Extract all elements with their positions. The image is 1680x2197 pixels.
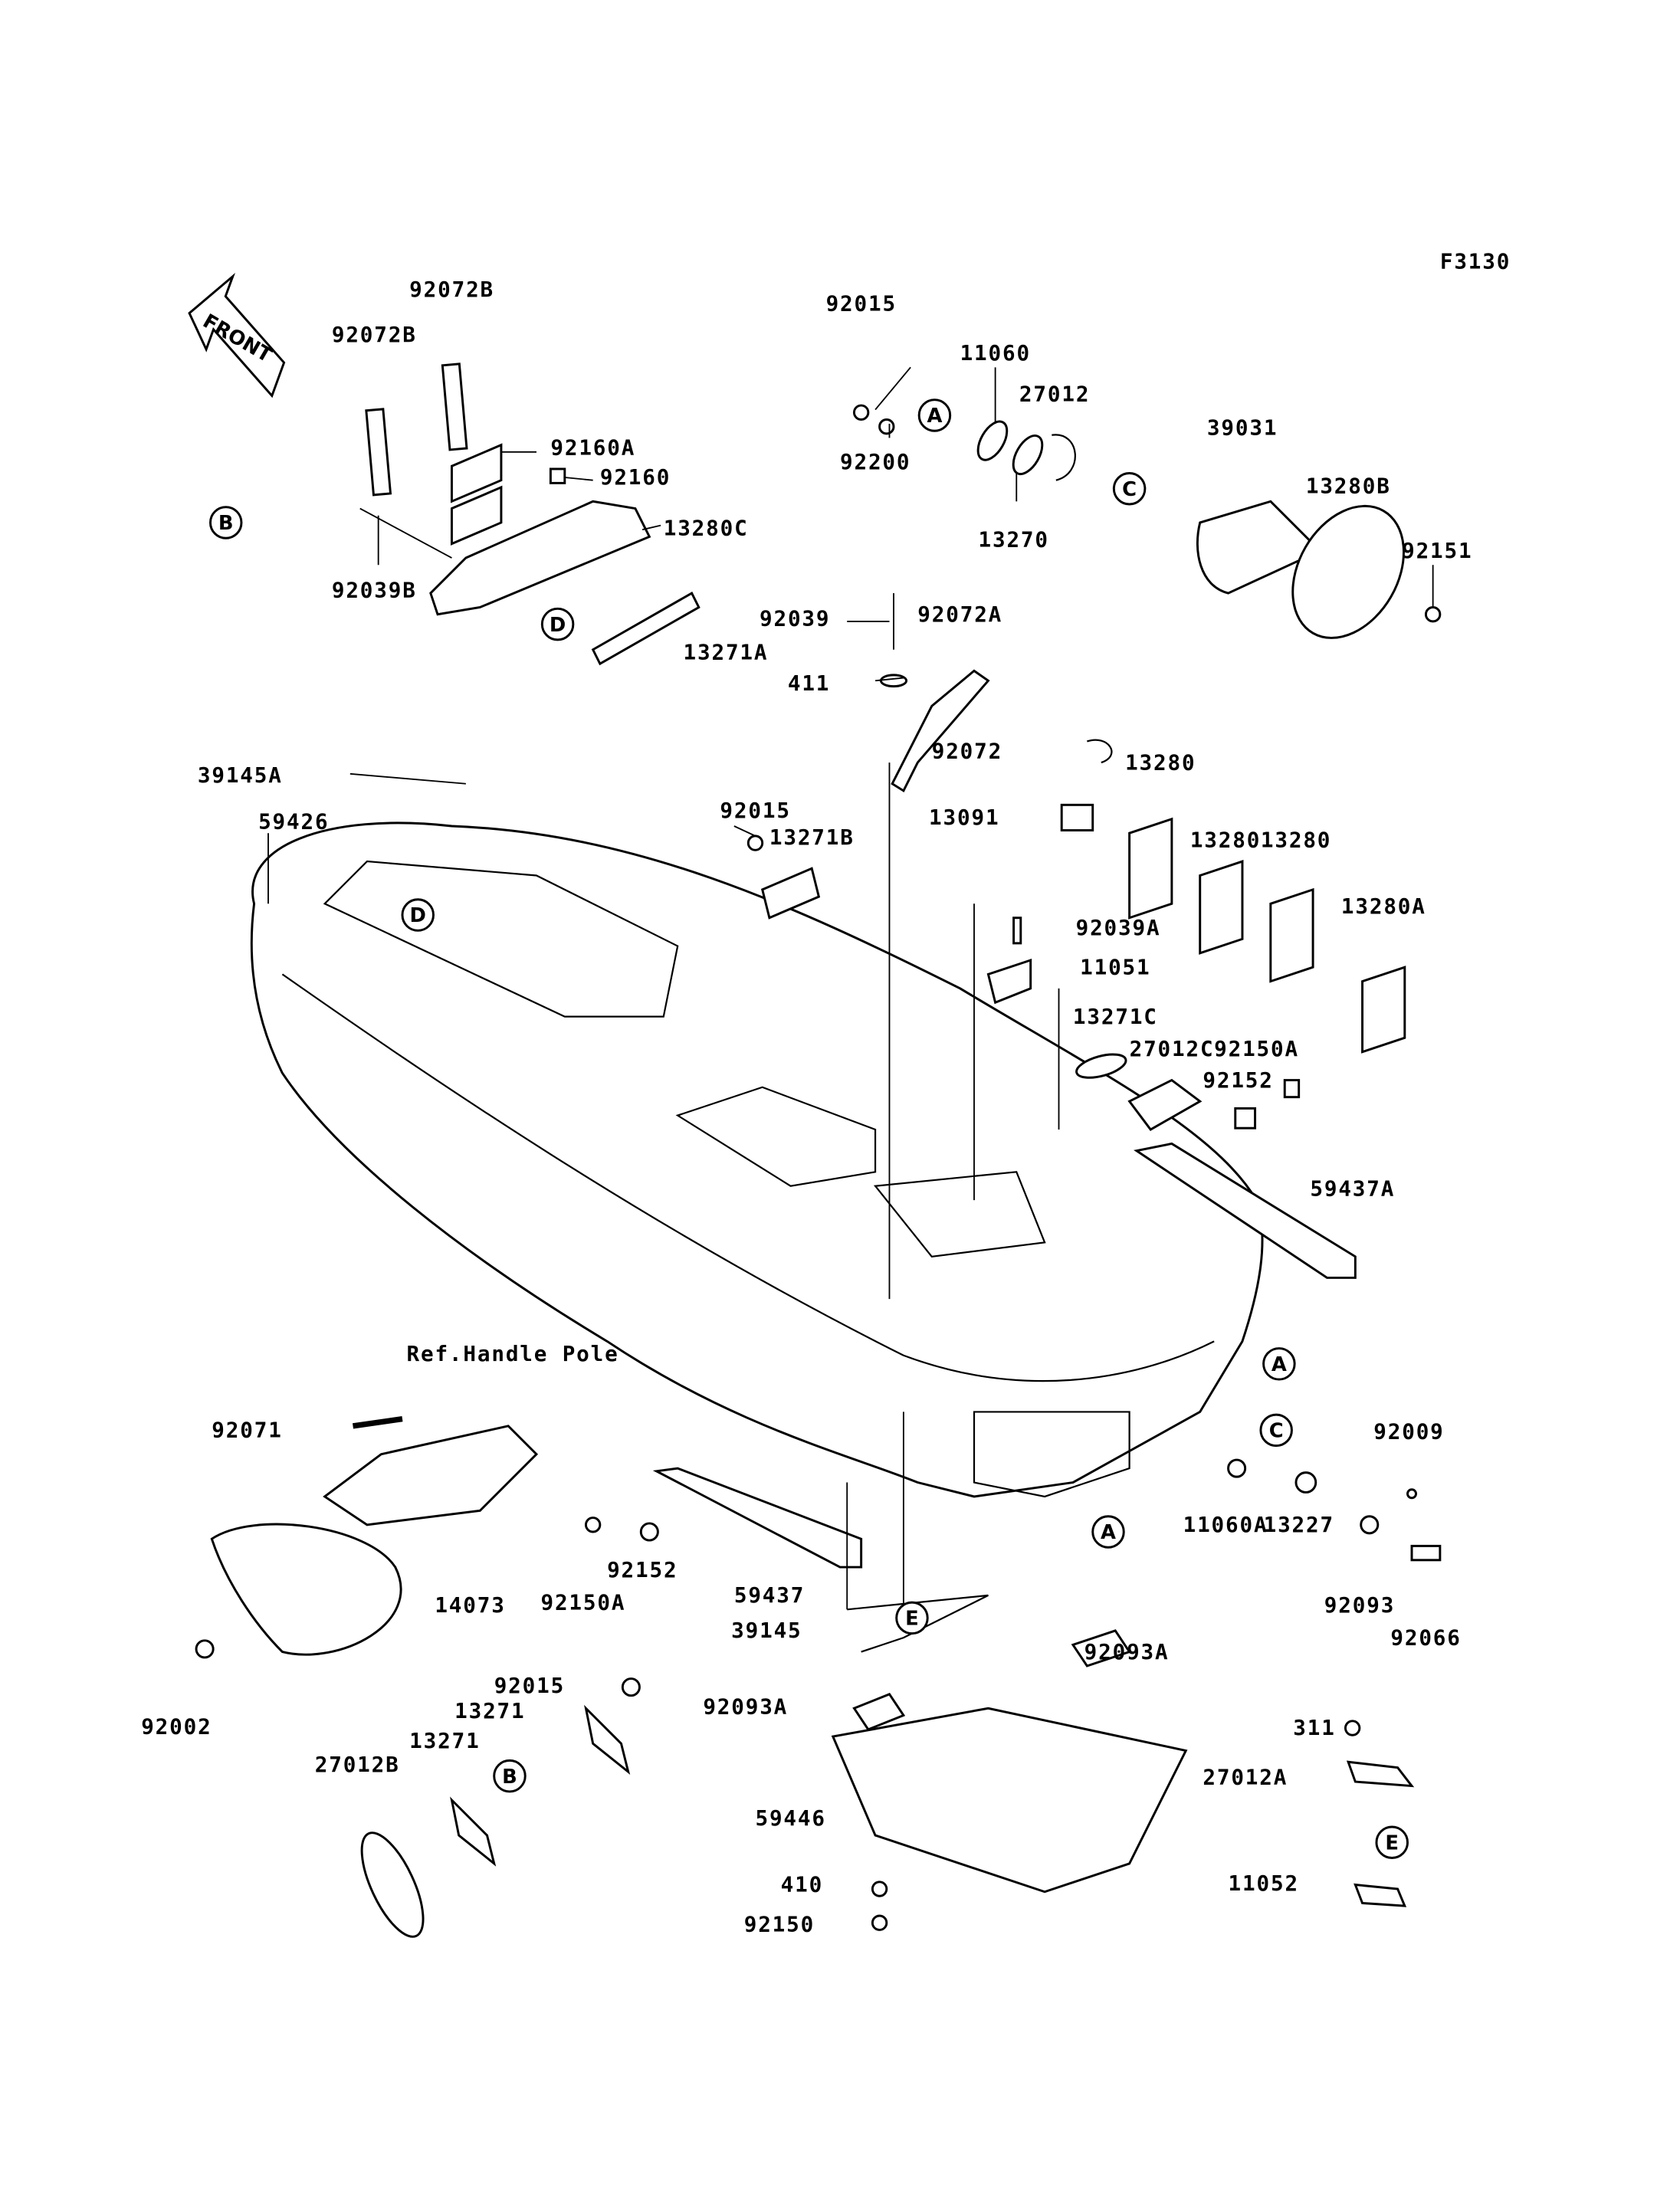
part-label-39031: 39031 [1207,415,1278,441]
leader-line [874,366,911,411]
callout-c: C [1112,472,1147,506]
svg-text:E: E [1385,1831,1399,1854]
hull-59426 [250,821,1264,1498]
part-label-92093a: 92093A [703,1694,788,1720]
callout-e: E [895,1601,929,1635]
part-label-92160: 92160 [600,464,671,490]
callout-a: A [1262,1347,1296,1381]
part-label-92072a: 92072A [917,602,1002,627]
part-label-13280: 13280 [1190,828,1261,853]
leader-line [641,524,661,531]
part-label-13280b: 13280B [1306,473,1391,498]
svg-text:B: B [502,1766,517,1789]
part-label-411: 411 [788,671,830,696]
part-label-13271b: 13271B [769,825,855,850]
callout-b: B [208,506,243,539]
svg-text:D: D [410,904,426,927]
part-label-27012b: 27012B [315,1752,400,1777]
part-label-92150: 92150 [744,1911,815,1936]
part-label-92160a: 92160A [550,435,635,461]
svg-text:A: A [1271,1353,1287,1376]
callout-c: C [1259,1413,1293,1448]
part-label-39145: 39145 [731,1618,802,1643]
callout-b: B [493,1759,527,1793]
svg-text:B: B [218,512,234,535]
part-label-92039: 92039 [760,605,830,631]
part-label-92039b: 92039B [332,578,417,603]
part-label-13271: 13271 [409,1728,480,1753]
part-label-92009: 92009 [1373,1418,1444,1444]
part-label-13271c: 13271C [1073,1004,1158,1029]
part-label-59426: 59426 [258,809,329,835]
part-label-13280: 13280 [1261,828,1331,853]
part-label-11060: 11060 [960,340,1031,366]
part-label-13271a: 13271A [684,640,769,665]
reference-note: Ref.Handle Pole [407,1341,619,1366]
part-label-92072: 92072 [932,739,1002,764]
part-label-92015: 92015 [826,291,897,316]
part-label-14073: 14073 [435,1592,505,1618]
part-label-92152: 92152 [607,1557,678,1582]
part-label-27012a: 27012A [1203,1765,1288,1790]
part-label-92072b: 92072B [409,277,494,302]
part-label-92093a: 92093A [1084,1639,1170,1664]
lower-parts [195,1415,1442,1938]
part-label-13280: 13280 [1125,749,1196,775]
part-label-59437: 59437 [734,1582,805,1608]
callout-a: A [917,398,952,432]
part-labels: 92072B92072B9201511060270123903113280B92… [141,277,1472,1936]
figure-code: F3130 [1440,248,1511,274]
part-label-92066: 92066 [1390,1625,1461,1650]
part-label-59437a: 59437A [1310,1176,1395,1202]
straps-and-bracket [359,362,701,666]
part-label-13227: 13227 [1264,1512,1334,1537]
svg-text:E: E [905,1608,919,1631]
part-label-92015: 92015 [494,1673,565,1698]
part-label-92072b: 92072B [332,322,417,347]
front-arrow-icon: FRONT [188,272,286,398]
part-label-13270: 13270 [979,526,1049,552]
callout-d: D [401,898,435,932]
part-label-92093: 92093 [1324,1592,1395,1618]
part-label-92015: 92015 [720,798,790,823]
part-label-13271: 13271 [454,1698,525,1723]
svg-text:A: A [927,405,942,428]
leader-line [733,825,756,837]
part-label-92151: 92151 [1402,538,1472,563]
part-label-92039a: 92039A [1076,915,1161,940]
svg-text:A: A [1101,1521,1116,1544]
part-label-92002: 92002 [141,1713,212,1739]
part-label-39145a: 39145A [198,762,283,788]
svg-text:C: C [1122,478,1137,501]
part-label-410: 410 [781,1872,823,1897]
hatch-parts [746,404,1442,1279]
part-label-13280a: 13280A [1341,894,1426,919]
part-label-311: 311 [1293,1715,1335,1740]
part-label-92150a: 92150A [1214,1036,1299,1061]
callout-e: E [1375,1825,1409,1859]
part-label-92152: 92152 [1203,1067,1273,1093]
callout-a: A [1091,1515,1125,1549]
part-label-11060a: 11060A [1183,1512,1268,1537]
callout-circles: A C D D B A C A E B E [208,398,1409,1859]
part-label-92200: 92200 [840,449,911,474]
part-label-59446: 59446 [755,1805,825,1831]
part-label-27012c: 27012C [1130,1036,1215,1061]
svg-text:C: C [1269,1420,1284,1443]
leader-lines [267,366,1434,1624]
callout-d: D [540,607,575,641]
leader-line [349,772,466,785]
part-label-11051: 11051 [1080,954,1150,979]
part-label-11052: 11052 [1229,1871,1299,1896]
leader-line [564,477,593,481]
part-label-92071: 92071 [212,1418,282,1443]
part-label-27012: 27012 [1019,382,1090,407]
part-label-13280c: 13280C [664,516,749,541]
leader-line [874,677,904,682]
svg-text:D: D [550,614,566,637]
part-label-92150a: 92150A [540,1589,625,1615]
part-label-13091: 13091 [929,805,999,830]
